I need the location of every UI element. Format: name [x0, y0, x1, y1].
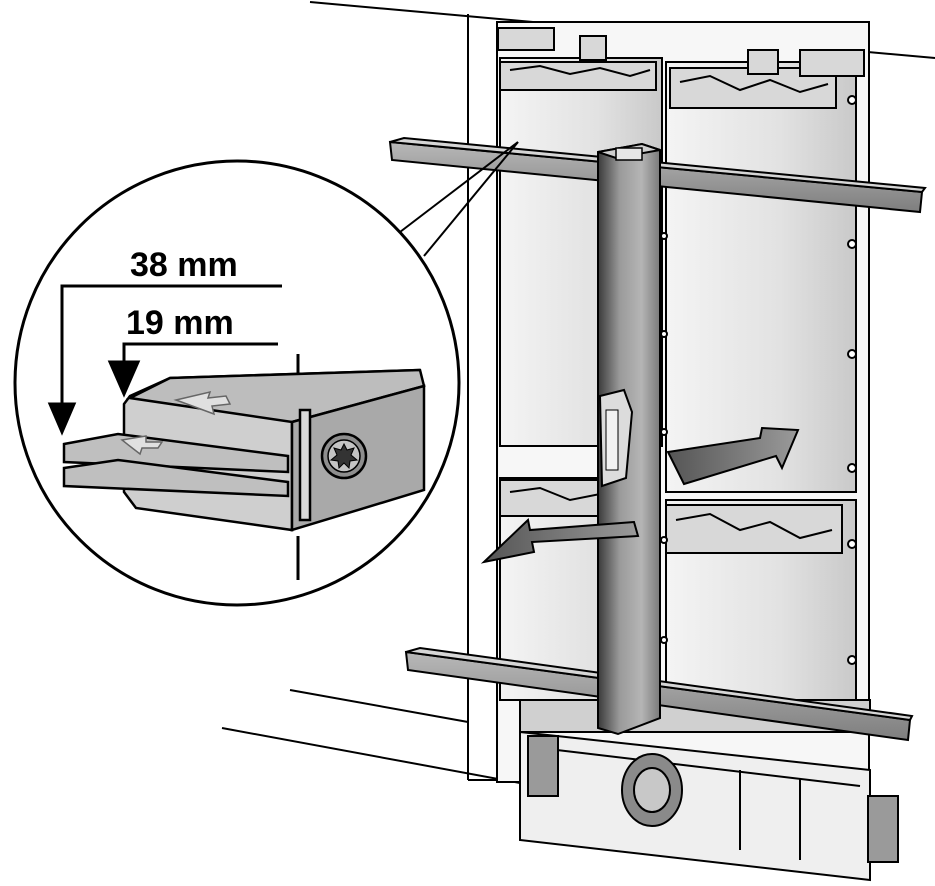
label-38mm: 38 mm — [130, 246, 238, 284]
dimension-38mm — [47, 284, 282, 436]
dimension-19mm — [107, 342, 278, 398]
arrow-down-icon — [107, 360, 141, 398]
upper-right-panel — [665, 61, 857, 493]
detail-magnifier: 38 mm 19 mm — [13, 159, 461, 607]
level-tool-icon — [597, 142, 661, 736]
hinge-bracket-lower-right — [665, 504, 843, 554]
arrow-right-icon — [666, 426, 800, 486]
torx-screw-icon — [320, 432, 368, 480]
hinge-bracket-upper-right — [669, 49, 865, 109]
hinge-bracket-upper-left — [497, 27, 657, 91]
side-screws — [660, 95, 857, 665]
appliance-body — [496, 21, 899, 882]
label-19mm: 19 mm — [126, 304, 234, 342]
arrow-down-icon — [47, 402, 77, 436]
callout-leaders — [399, 141, 519, 257]
arrow-left-icon — [480, 518, 640, 564]
